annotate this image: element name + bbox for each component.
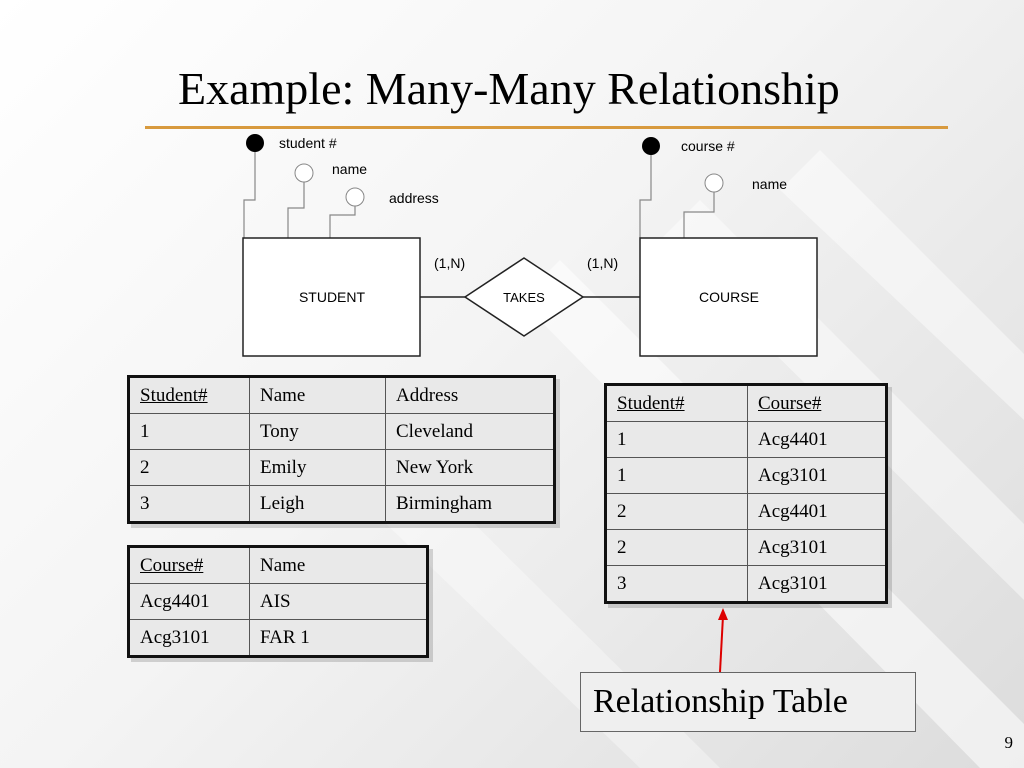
table-cell: Acg3101 xyxy=(747,457,887,494)
column-header: Student# xyxy=(605,384,748,422)
student-key-label: student # xyxy=(279,135,337,151)
cardinality-right: (1,N) xyxy=(587,255,618,271)
title-underline xyxy=(145,126,948,129)
course-entity xyxy=(639,237,818,357)
column-header: Name xyxy=(249,376,386,414)
table-cell: Acg4401 xyxy=(128,583,250,620)
table-header-row: Course#Name xyxy=(128,546,428,584)
table-cell: 3 xyxy=(605,565,748,603)
table-cell: Tony xyxy=(249,413,386,450)
student-address-attribute xyxy=(345,187,365,207)
course-name-attribute xyxy=(704,173,724,193)
callout-arrow xyxy=(718,608,728,673)
table-cell: Birmingham xyxy=(385,485,555,523)
page-number: 9 xyxy=(1004,733,1014,752)
column-header: Course# xyxy=(128,546,250,584)
course-name-label: name xyxy=(752,176,787,192)
table-cell: Acg4401 xyxy=(747,493,887,530)
table-cell: FAR 1 xyxy=(249,619,428,657)
table-cell: New York xyxy=(385,449,555,486)
student-name-attribute xyxy=(294,163,314,183)
table-cell: Acg3101 xyxy=(747,565,887,603)
course-key-attribute xyxy=(642,137,660,155)
table-cell: Acg4401 xyxy=(747,421,887,458)
table-cell: Emily xyxy=(249,449,386,486)
takes-relationship xyxy=(463,257,585,337)
cardinality-left: (1,N) xyxy=(434,255,465,271)
student-key-attribute xyxy=(246,134,264,152)
column-header: Course# xyxy=(747,384,887,422)
table-cell: 2 xyxy=(128,449,250,486)
table-cell: 3 xyxy=(128,485,250,523)
slide-title: Example: Many-Many Relationship xyxy=(178,63,840,114)
takes-label: TAKES xyxy=(503,290,545,305)
table-header-row: Student#Course# xyxy=(605,384,887,422)
relationship-table-label: Relationship Table xyxy=(580,672,916,732)
column-header: Name xyxy=(249,546,428,584)
column-header: Address xyxy=(385,376,555,414)
table-cell: Acg3101 xyxy=(747,529,887,566)
column-header: Student# xyxy=(128,376,250,414)
table-cell: 2 xyxy=(605,529,748,566)
table-cell: 1 xyxy=(128,413,250,450)
table-cell: AIS xyxy=(249,583,428,620)
table-cell: Leigh xyxy=(249,485,386,523)
attribute-connectors xyxy=(243,150,715,238)
student-address-label: address xyxy=(389,190,439,206)
student-entity-label: STUDENT xyxy=(299,289,366,305)
course-entity-label: COURSE xyxy=(699,289,759,305)
student-name-label: name xyxy=(332,161,367,177)
table-cell: 1 xyxy=(605,421,748,458)
table-cell: Acg3101 xyxy=(128,619,250,657)
course-key-label: course # xyxy=(681,138,735,154)
table-cell: 1 xyxy=(605,457,748,494)
table-cell: Cleveland xyxy=(385,413,555,450)
table-cell: 2 xyxy=(605,493,748,530)
